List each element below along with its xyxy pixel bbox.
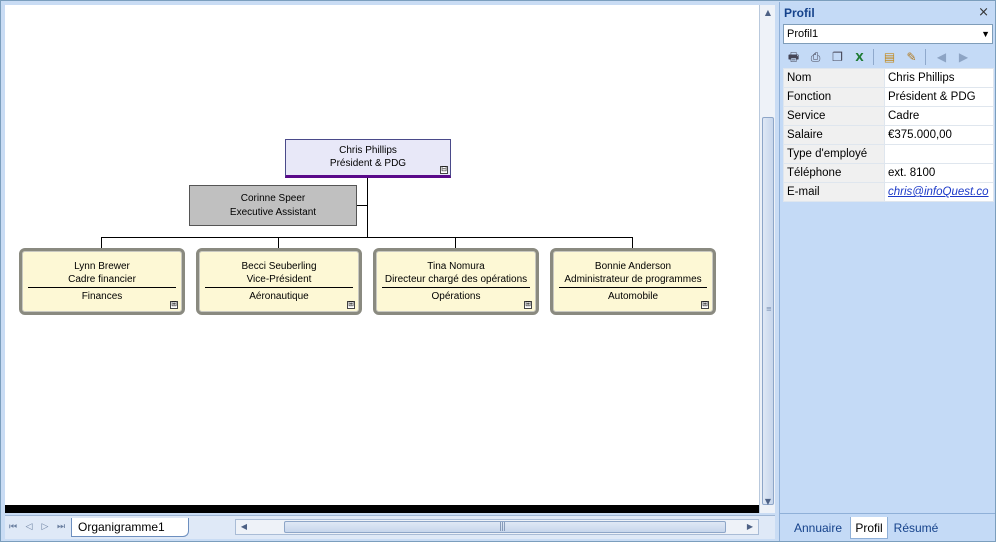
profile-table: Nom Chris Phillips Fonction Président & … bbox=[783, 68, 994, 202]
vertical-scroll-thumb[interactable]: ≡ bbox=[762, 117, 774, 505]
field-label: Téléphone bbox=[783, 163, 885, 183]
org-node-assistant[interactable]: Corinne Speer Executive Assistant bbox=[189, 185, 357, 226]
prev-page-icon[interactable]: ◁ bbox=[25, 522, 33, 532]
expand-toggle-icon[interactable]: ⊞ bbox=[347, 301, 355, 309]
email-link[interactable]: chris@infoQuest.co bbox=[884, 182, 994, 202]
tab-annuaire[interactable]: Annuaire bbox=[793, 521, 843, 535]
field-label: Salaire bbox=[783, 125, 885, 145]
vertical-scrollbar[interactable]: ▲ ≡ ▼ bbox=[759, 5, 775, 513]
field-value[interactable]: Cadre bbox=[884, 106, 994, 126]
print-preview-icon[interactable]: ⎙ bbox=[810, 50, 821, 64]
connector-report-4 bbox=[632, 237, 633, 248]
org-node-report[interactable]: Becci Seuberling Vice-Président Aéronaut… bbox=[196, 248, 362, 315]
grip-icon: ≡ bbox=[766, 305, 772, 313]
table-row: Nom Chris Phillips bbox=[783, 68, 994, 88]
profile-pane: Profil × Profil1 ▼ 🖶 ⎙ ❐ X ▤ ✎ ◀ ▶ Nom C… bbox=[779, 2, 995, 541]
pane-toolbar: 🖶 ⎙ ❐ X ▤ ✎ ◀ ▶ bbox=[783, 48, 993, 68]
org-node-report[interactable]: Lynn Brewer Cadre financier Finances ⊞ bbox=[19, 248, 185, 315]
field-value[interactable]: Président & PDG bbox=[884, 87, 994, 107]
expand-toggle-icon[interactable]: ⊞ bbox=[701, 301, 709, 309]
connector-report-2 bbox=[278, 237, 279, 248]
toolbar-separator bbox=[873, 49, 874, 65]
scroll-left-icon[interactable]: ◀ bbox=[240, 522, 248, 531]
copy-icon[interactable]: ❐ bbox=[832, 50, 843, 64]
connector-report-1 bbox=[101, 237, 102, 248]
field-value[interactable]: Chris Phillips bbox=[884, 68, 994, 88]
connector-horizontal bbox=[101, 237, 633, 238]
grip-icon: ||| bbox=[499, 522, 506, 532]
field-label: Fonction bbox=[783, 87, 885, 107]
node-name: Becci Seuberling bbox=[241, 261, 317, 272]
excel-icon[interactable]: X bbox=[855, 51, 864, 64]
field-label: E-mail bbox=[783, 182, 885, 202]
scroll-up-icon[interactable]: ▲ bbox=[764, 8, 772, 17]
field-value[interactable]: €375.000,00 bbox=[884, 125, 994, 145]
field-value[interactable] bbox=[884, 144, 994, 164]
tab-profil[interactable]: Profil bbox=[850, 517, 888, 539]
scroll-right-icon[interactable]: ▶ bbox=[746, 522, 754, 531]
first-page-icon[interactable]: ⏮ bbox=[8, 522, 18, 532]
tab-resume[interactable]: Résumé bbox=[893, 521, 939, 535]
field-label: Service bbox=[783, 106, 885, 126]
node-title: Directeur chargé des opérations bbox=[384, 274, 528, 285]
node-title: Administrateur de programmes bbox=[564, 274, 702, 285]
node-department: Aéronautique bbox=[205, 287, 353, 303]
sheet-tab-bar: ⏮ ◁ ▷ ⏭ Organigramme1 ◀ ||| ▶ bbox=[5, 515, 775, 539]
horizontal-scrollbar[interactable]: ◀ ||| ▶ bbox=[235, 519, 759, 535]
paste-icon[interactable]: ▤ bbox=[883, 50, 896, 64]
pane-tabs: Annuaire Profil Résumé bbox=[780, 513, 995, 540]
next-page-icon[interactable]: ▷ bbox=[41, 522, 49, 532]
collapse-toggle-icon[interactable]: ⊟ bbox=[440, 166, 448, 174]
table-row: Téléphone ext. 8100 bbox=[783, 163, 994, 183]
node-department: Opérations bbox=[382, 287, 530, 303]
node-department: Finances bbox=[28, 287, 176, 303]
close-icon[interactable]: × bbox=[978, 5, 989, 20]
back-icon[interactable]: ◀ bbox=[936, 50, 947, 64]
pane-title: Profil bbox=[784, 6, 815, 20]
expand-toggle-icon[interactable]: ⊞ bbox=[524, 301, 532, 309]
org-node-report[interactable]: Tina Nomura Directeur chargé des opérati… bbox=[373, 248, 539, 315]
forward-icon[interactable]: ▶ bbox=[958, 50, 969, 64]
node-name: Chris Phillips bbox=[339, 145, 397, 156]
node-name: Bonnie Anderson bbox=[594, 261, 672, 272]
sheet-tab-organigramme[interactable]: Organigramme1 bbox=[71, 518, 189, 537]
field-value[interactable]: ext. 8100 bbox=[884, 163, 994, 183]
horizontal-scroll-thumb[interactable]: ||| bbox=[284, 521, 726, 533]
table-row: Salaire €375.000,00 bbox=[783, 125, 994, 145]
field-label: Type d'employé bbox=[783, 144, 885, 164]
chevron-down-icon[interactable]: ▼ bbox=[981, 29, 990, 39]
node-title: Président & PDG bbox=[329, 158, 407, 169]
toolbar-separator bbox=[925, 49, 926, 65]
edit-icon[interactable]: ✎ bbox=[906, 50, 917, 64]
org-node-ceo[interactable]: Chris Phillips Président & PDG ⊟ bbox=[285, 139, 451, 178]
node-name: Lynn Brewer bbox=[74, 261, 130, 272]
last-page-icon[interactable]: ⏭ bbox=[56, 522, 66, 532]
table-row: Type d'employé bbox=[783, 144, 994, 164]
node-title: Vice-Président bbox=[246, 274, 312, 285]
print-icon[interactable]: 🖶 bbox=[787, 50, 800, 64]
connector-assistant bbox=[357, 205, 368, 206]
profile-select-value: Profil1 bbox=[787, 28, 819, 40]
expand-toggle-icon[interactable]: ⊞ bbox=[170, 301, 178, 309]
table-row: Service Cadre bbox=[783, 106, 994, 126]
table-row: Fonction Président & PDG bbox=[783, 87, 994, 107]
node-name: Tina Nomura bbox=[427, 261, 485, 272]
profile-select[interactable]: Profil1 ▼ bbox=[783, 24, 993, 44]
field-label: Nom bbox=[783, 68, 885, 88]
node-title: Executive Assistant bbox=[229, 207, 317, 218]
org-chart-canvas[interactable]: Chris Phillips Président & PDG ⊟ Corinne… bbox=[5, 5, 759, 505]
node-department: Automobile bbox=[559, 287, 707, 303]
table-row: E-mail chris@infoQuest.co bbox=[783, 182, 994, 202]
node-name: Corinne Speer bbox=[240, 193, 306, 204]
scroll-down-icon[interactable]: ▼ bbox=[764, 497, 772, 506]
connector-report-3 bbox=[455, 237, 456, 248]
canvas-border bbox=[5, 505, 759, 513]
node-title: Cadre financier bbox=[68, 274, 136, 285]
org-node-report[interactable]: Bonnie Anderson Administrateur de progra… bbox=[550, 248, 716, 315]
connector-ceo-down bbox=[367, 178, 368, 237]
